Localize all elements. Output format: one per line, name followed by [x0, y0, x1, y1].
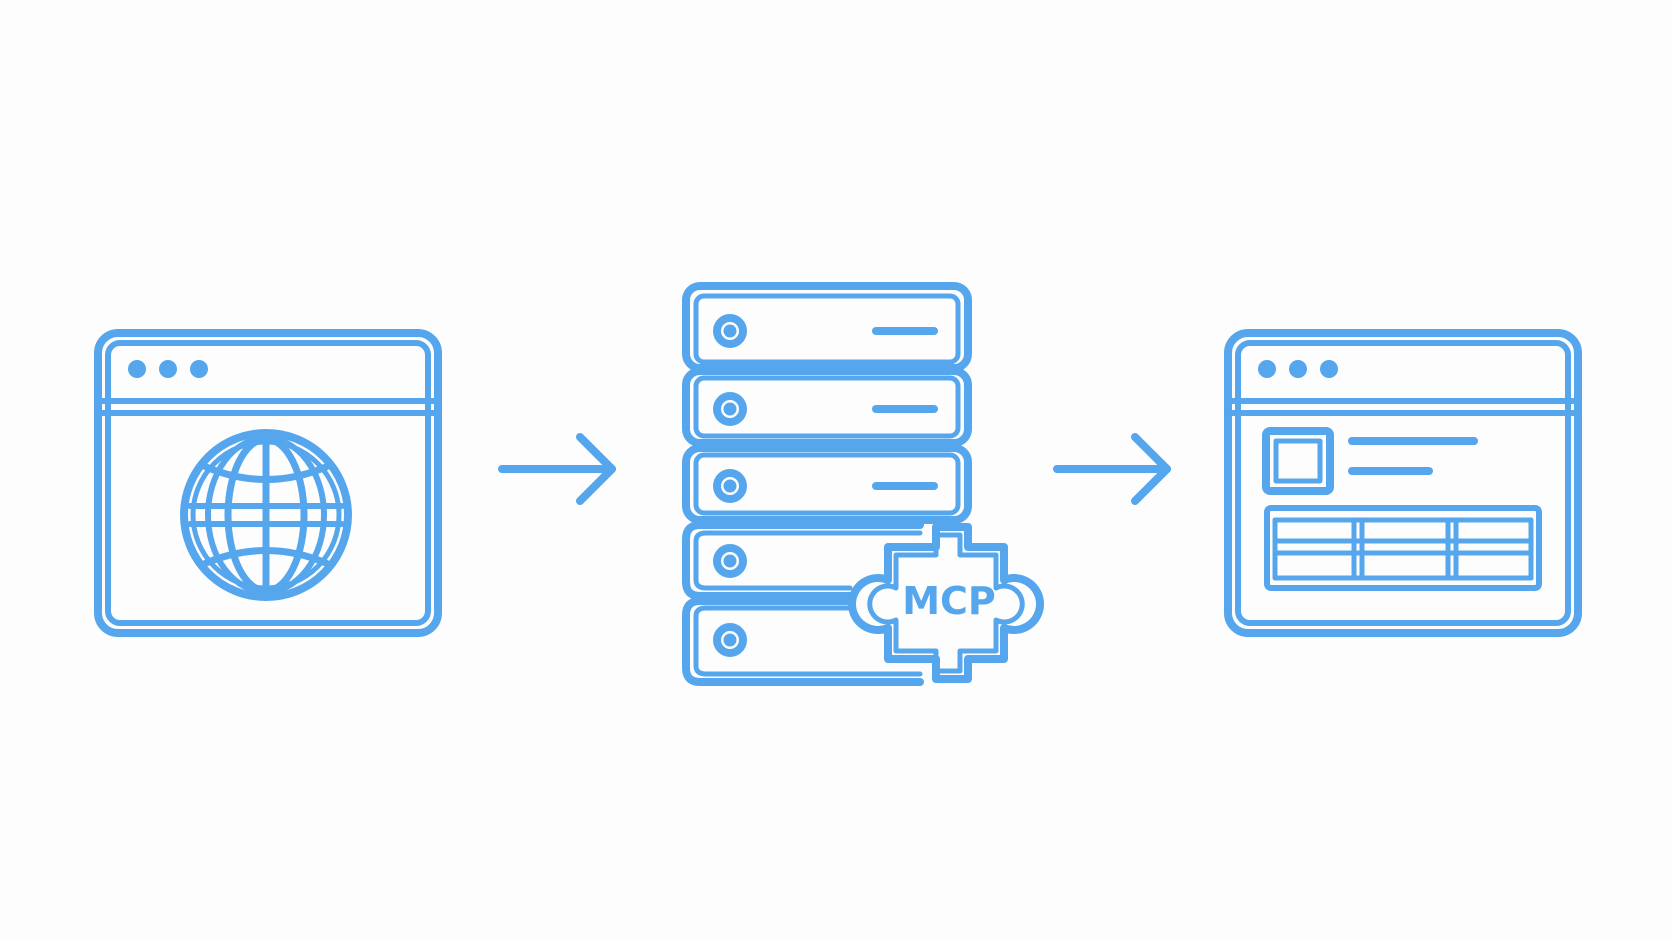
- browser-window-frame: [94, 329, 442, 637]
- browser-window-inner: [105, 340, 431, 626]
- browser-globe-icon: [94, 329, 442, 637]
- arrow-right-icon: [1053, 433, 1171, 505]
- server-unit: [682, 444, 972, 524]
- server-unit: [682, 521, 924, 600]
- window-dots: [128, 360, 208, 378]
- globe-icon: [180, 429, 352, 601]
- arrow-right-icon: [498, 433, 616, 505]
- window-dots: [1258, 360, 1338, 378]
- browser-window-inner: [1235, 340, 1571, 626]
- server-stack-icon: [682, 282, 972, 686]
- browser-window-frame: [1224, 329, 1582, 637]
- server-unit: [682, 367, 972, 447]
- server-unit: [682, 597, 924, 686]
- data-table-icon: [1264, 505, 1542, 591]
- image-placeholder-icon: [1262, 427, 1334, 495]
- mcp-badge-label: MCP: [902, 579, 996, 623]
- browser-table-icon: [1224, 329, 1582, 637]
- puzzle-piece-icon: [848, 523, 1044, 683]
- text-lines: [1348, 437, 1478, 475]
